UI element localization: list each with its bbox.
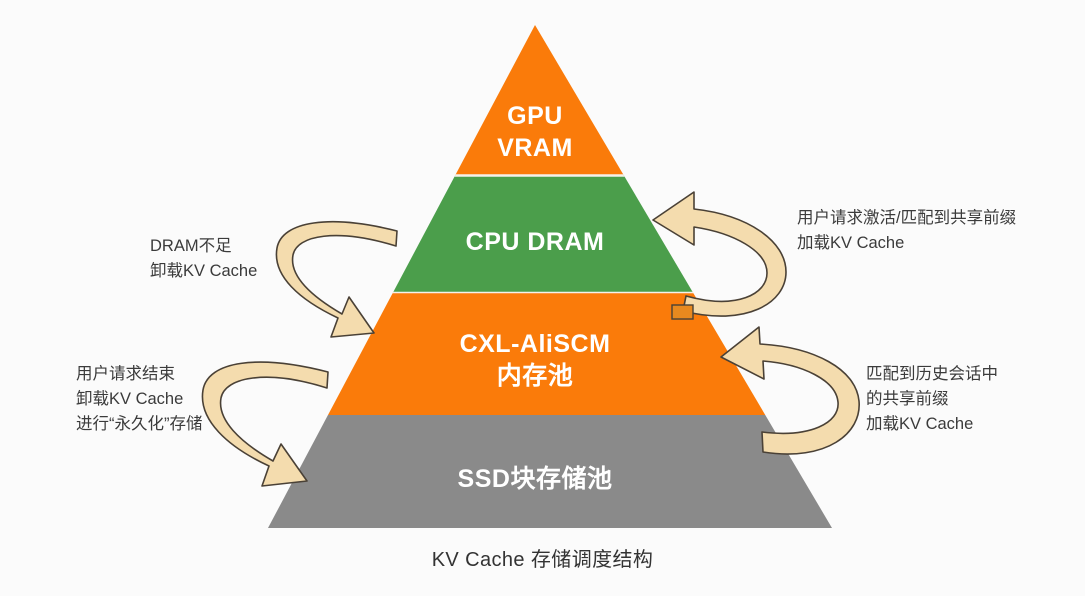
arrow-history-prefix: [720, 326, 860, 455]
pyramid-layer-gpu-vram: [268, 25, 832, 175]
arrow-request-end: [201, 361, 329, 487]
diagram-caption: KV Cache 存储调度结构: [431, 549, 654, 571]
pyramid-layer-ssd-pool: [268, 415, 832, 528]
arrow-tail-overlap: [671, 304, 694, 320]
annotation-request-activate: 用户请求激活/匹配到共享前缀 加载KV Cache: [797, 209, 1017, 252]
annotation-history-prefix: 匹配到历史会话中 的共享前缀 加载KV Cache: [866, 365, 998, 433]
annotation-request-end: 用户请求结束 卸载KV Cache 进行“永久化”存储: [76, 365, 203, 433]
arrow-dram-offload: [275, 221, 398, 338]
arrow-request-activate: [652, 191, 787, 320]
annotation-dram-offload: DRAM不足 卸载KV Cache: [150, 237, 258, 280]
